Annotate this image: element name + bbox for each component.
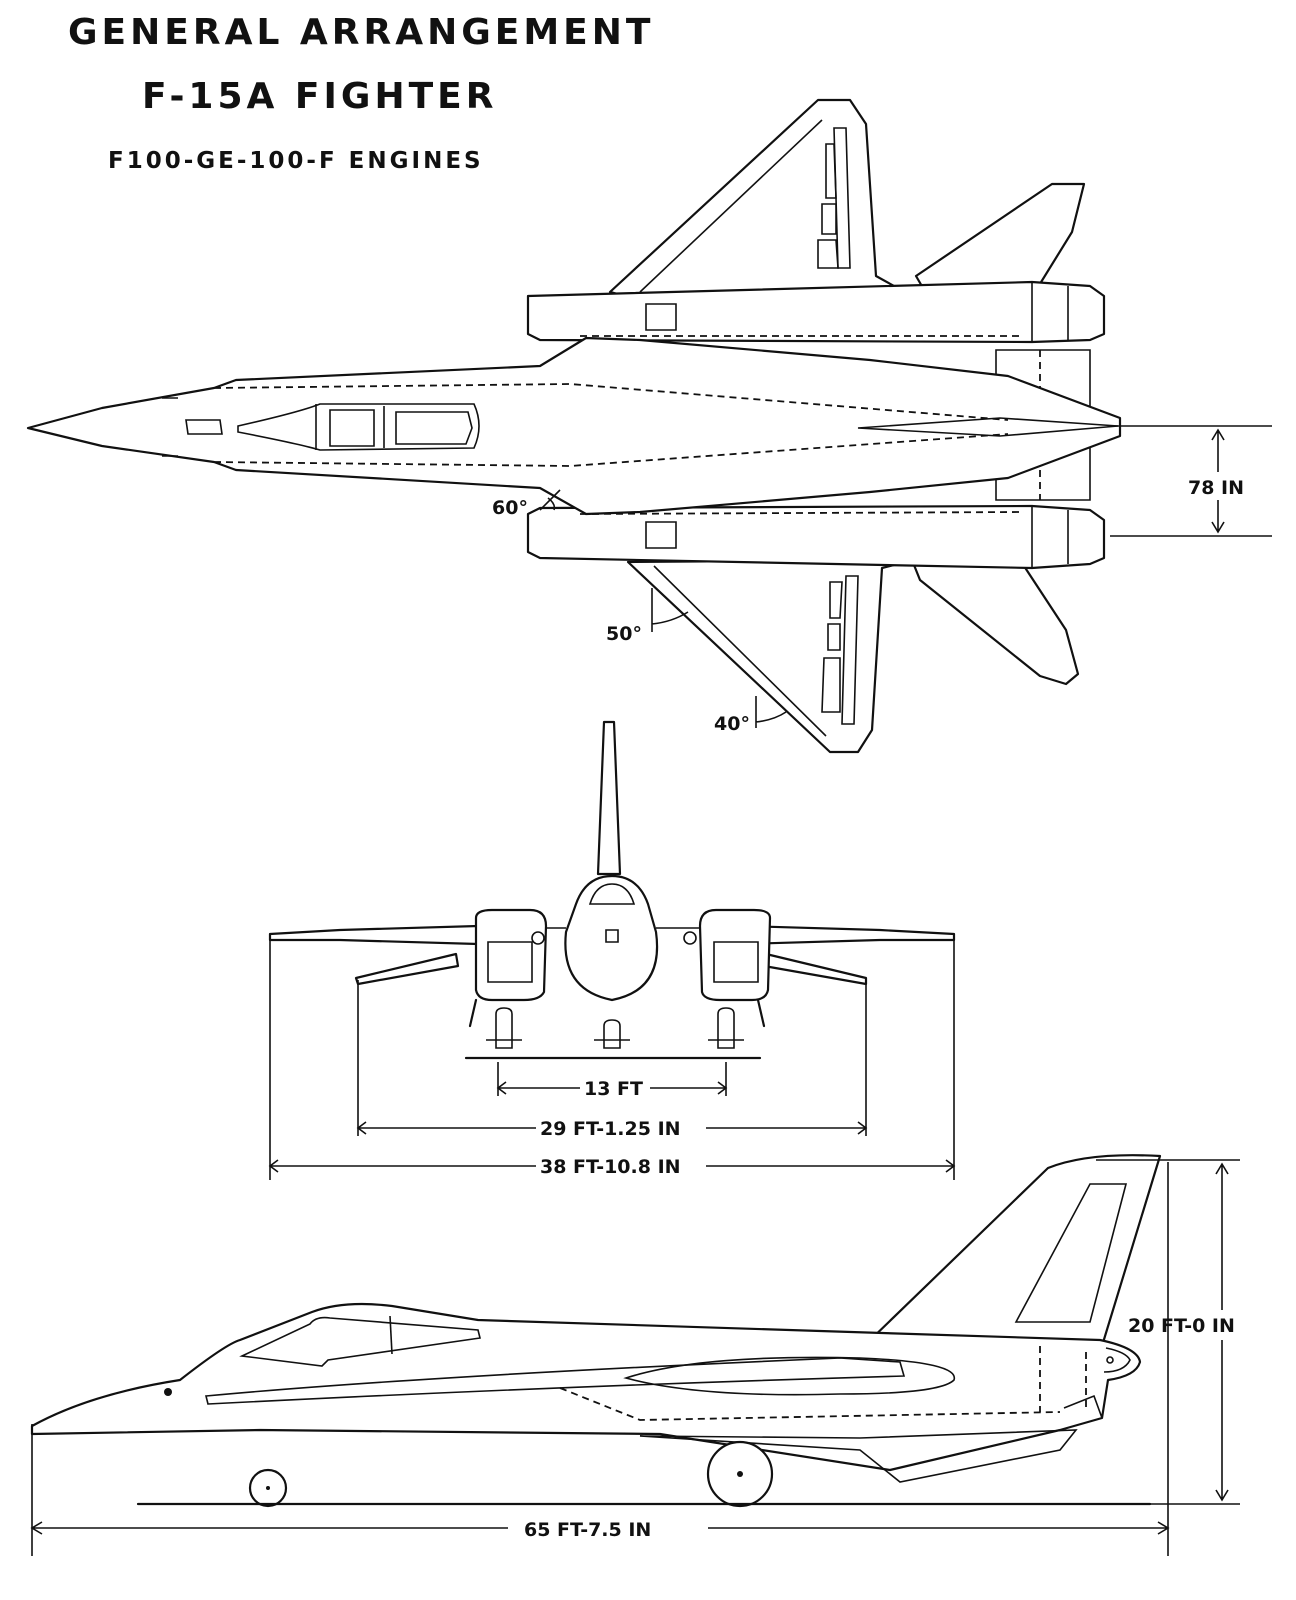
wing-span-label: 38 FT-10.8 IN xyxy=(540,1156,681,1178)
tread-label: 13 FT xyxy=(584,1078,643,1100)
plan-lower-nacelle xyxy=(526,504,1106,570)
plan-upper-wing xyxy=(608,98,914,302)
front-view: 13 FT 29 FT-1.25 IN 38 FT-10.8 IN xyxy=(268,720,956,1180)
title-line-1: GENERAL ARRANGEMENT xyxy=(68,12,655,53)
front-vertical-tail xyxy=(596,720,622,876)
plan-canopy xyxy=(237,403,480,451)
side-vertical-tail xyxy=(862,1154,1162,1348)
title-line-3: F100-GE-100-F ENGINES xyxy=(108,148,484,174)
side-view: 20 FT-0 IN 65 FT-7.5 IN xyxy=(30,1154,1266,1556)
angle-60-label: 60° xyxy=(492,497,528,519)
length-label: 65 FT-7.5 IN xyxy=(524,1519,651,1541)
front-right-nacelle xyxy=(698,908,772,1002)
tailplane-span-label: 29 FT-1.25 IN xyxy=(540,1118,681,1140)
angle-40-label: 40° xyxy=(714,713,750,735)
title-line-2: F-15A FIGHTER xyxy=(142,76,498,117)
engine-spacing-label: 78 IN xyxy=(1188,477,1244,499)
front-left-nacelle xyxy=(474,908,548,1002)
plan-fuselage xyxy=(26,336,1122,516)
front-fuselage xyxy=(564,874,659,1002)
plan-upper-nacelle xyxy=(526,280,1106,344)
plan-lower-stabilizer xyxy=(910,558,1080,686)
plan-view: 60° 50° 40° 78 IN xyxy=(26,98,1272,754)
angle-50-label: 50° xyxy=(606,623,642,645)
plan-lower-wing xyxy=(626,558,916,754)
height-label: 20 FT-0 IN xyxy=(1128,1315,1235,1337)
